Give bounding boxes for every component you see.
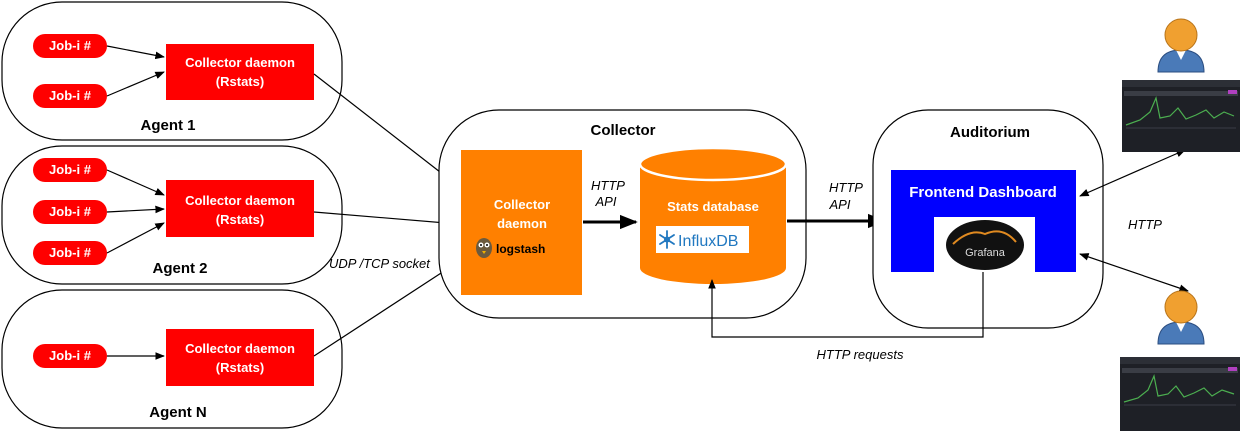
user-2-dashboard-screen <box>1120 357 1240 431</box>
collector-title: Collector <box>590 122 655 139</box>
job-label: Job-i # <box>49 204 92 219</box>
job-label: Job-i # <box>49 88 92 103</box>
auditorium-title: Auditorium <box>950 124 1030 141</box>
socket-label: UDP /TCP socket <box>329 256 431 271</box>
job-arrow <box>106 45 165 60</box>
collector-daemon-rstats <box>166 329 314 386</box>
agent-n-group: Job-i # Collector daemon (Rstats) Agent … <box>1 289 343 429</box>
logstash-daemon-line1: Collector <box>494 197 550 212</box>
daemon-label-line2: (Rstats) <box>216 74 264 89</box>
job-arrow <box>106 169 165 196</box>
collector-daemon-rstats <box>166 180 314 237</box>
logstash-daemon-line2: daemon <box>497 216 547 231</box>
job-arrow <box>106 222 165 254</box>
user-1-http-arrow <box>1079 149 1186 197</box>
agent-2-to-collector-arrow <box>313 211 459 228</box>
influxdb-logo-icon <box>659 230 675 249</box>
agent-n-to-collector-arrow <box>313 261 459 357</box>
http-requests-connector <box>708 272 984 338</box>
job-pill <box>33 200 107 224</box>
job-arrow <box>106 205 165 214</box>
user-2-http-arrow <box>1079 253 1189 292</box>
job-pill <box>33 84 107 108</box>
frontend-dashboard-label: Frontend Dashboard <box>909 184 1057 201</box>
job-pill <box>33 34 107 58</box>
auditorium-group: Auditorium Frontend Dashboard Grafana <box>872 109 1104 329</box>
api-label-line2: API <box>829 197 851 212</box>
collector-http-label-line2: API <box>595 194 617 209</box>
auditorium-container <box>872 109 1104 329</box>
job-pill <box>33 158 107 182</box>
collector-group: Collector Collector daemon logstash HTTP… <box>438 109 807 319</box>
job-label: Job-i # <box>49 348 92 363</box>
agent-1-group: Job-i # Job-i # Collector daemon (Rstats… <box>1 1 343 141</box>
job-label: Job-i # <box>49 245 92 260</box>
user-1-avatar-icon <box>1157 18 1205 73</box>
users-http-label: HTTP <box>1128 217 1162 232</box>
agent-1-to-collector-arrow <box>313 73 459 187</box>
job-arrow <box>106 71 165 97</box>
agent-2-group: Job-i # Job-i # Job-i # Collector daemon… <box>1 145 343 285</box>
logstash-daemon-box <box>461 150 582 295</box>
agent-label: Agent N <box>149 404 207 421</box>
collector-daemon-rstats <box>166 44 314 100</box>
daemon-label-line1: Collector daemon <box>185 193 295 208</box>
stats-database-label: Stats database <box>667 199 759 214</box>
logstash-logo-icon: logstash <box>476 238 545 258</box>
influxdb-logo-text: InfluxDB <box>678 233 738 250</box>
agent-label: Agent 1 <box>140 117 195 134</box>
job-label: Job-i # <box>49 162 92 177</box>
http-requests-label: HTTP requests <box>817 347 904 362</box>
influxdb-logo-box <box>656 226 749 253</box>
logstash-logo-text: logstash <box>496 242 545 256</box>
daemon-label-line1: Collector daemon <box>185 55 295 70</box>
grafana-logo-text: Grafana <box>965 247 1006 259</box>
collector-http-label-line1: HTTP <box>591 178 625 193</box>
job-pill <box>33 344 107 368</box>
job-label: Job-i # <box>49 38 92 53</box>
frontend-dashboard-box <box>891 170 1076 272</box>
stats-database-cylinder <box>638 146 788 284</box>
daemon-label-line1: Collector daemon <box>185 341 295 356</box>
daemon-label-line2: (Rstats) <box>216 360 264 375</box>
api-label-line1: HTTP <box>829 180 863 195</box>
grafana-logo-icon: Grafana <box>946 220 1024 270</box>
daemon-label-line2: (Rstats) <box>216 212 264 227</box>
user-2-avatar-icon <box>1157 290 1205 345</box>
agent-label: Agent 2 <box>152 260 207 277</box>
job-pill <box>33 241 107 265</box>
user-1-dashboard-screen <box>1122 80 1240 152</box>
